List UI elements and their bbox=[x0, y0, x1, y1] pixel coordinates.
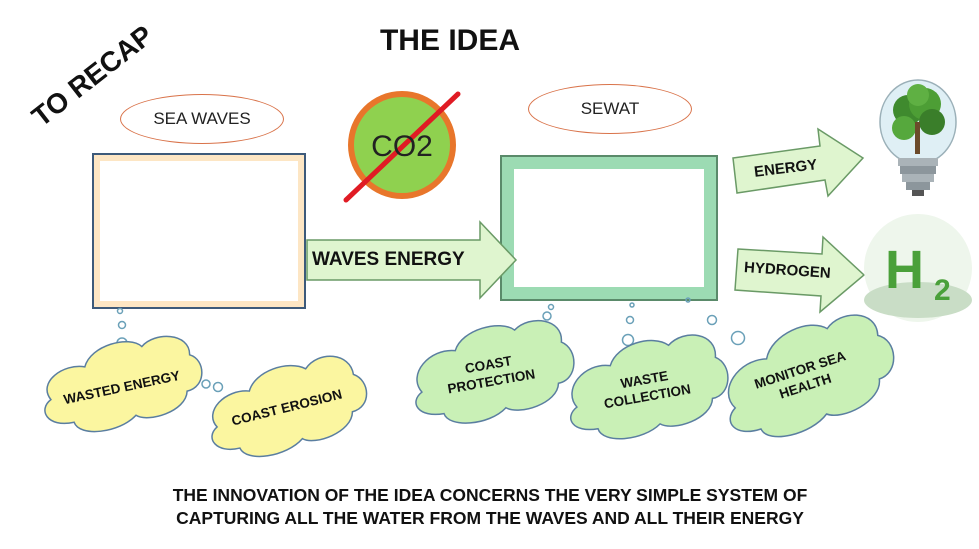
cloud-waste-collection bbox=[570, 334, 729, 440]
sewat-box bbox=[500, 155, 718, 301]
hydrogen-arrow bbox=[734, 235, 866, 314]
waves-energy-label: WAVES ENERGY bbox=[312, 249, 465, 270]
cloud-monitor-sea-health bbox=[727, 314, 895, 438]
cloud-coast-protection bbox=[415, 319, 575, 424]
bottom-caption: THE INNOVATION OF THE IDEA CONCERNS THE … bbox=[40, 484, 940, 530]
sewat-label: SEWAT bbox=[580, 99, 640, 118]
bottom-caption-line-2: CAPTURING ALL THE WATER FROM THE WAVES A… bbox=[176, 508, 804, 528]
cloud-coast-erosion bbox=[211, 355, 368, 458]
energy-arrow bbox=[732, 127, 865, 198]
hydrogen-h2-icon: H 2 bbox=[864, 214, 972, 322]
waves-energy-arrow bbox=[306, 220, 518, 300]
bottom-caption-line-1: THE INNOVATION OF THE IDEA CONCERNS THE … bbox=[172, 485, 808, 505]
sea-waves-box bbox=[92, 153, 306, 309]
co2-icon bbox=[343, 91, 461, 203]
sewat-oval: SEWAT bbox=[528, 84, 692, 134]
sea-waves-label: SEA WAVES bbox=[153, 109, 251, 128]
page-title: THE IDEA bbox=[379, 24, 520, 57]
co2-label: CO2 bbox=[371, 130, 433, 163]
svg-text:H: H bbox=[885, 240, 924, 300]
cloud-wasted-energy bbox=[44, 335, 203, 433]
sea-waves-oval: SEA WAVES bbox=[120, 94, 284, 144]
svg-text:2: 2 bbox=[934, 274, 951, 307]
lightbulb-tree-icon bbox=[879, 79, 957, 196]
